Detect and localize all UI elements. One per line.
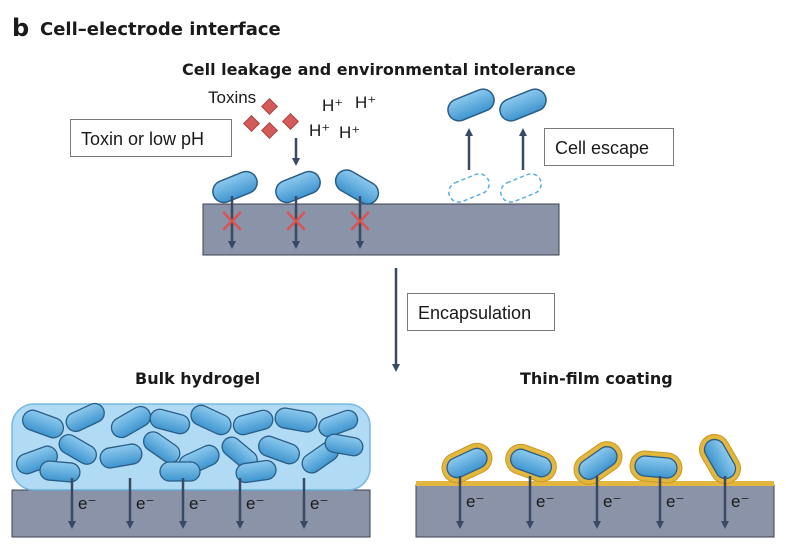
cell-escape-box: Cell escape: [544, 128, 674, 166]
attached-cell: [334, 169, 380, 205]
toxins-label: Toxins: [208, 88, 257, 107]
top-electrode: [202, 203, 560, 256]
electron-label: e⁻: [78, 494, 97, 513]
proton-label: H⁺: [339, 123, 361, 142]
toxin-icon: [243, 98, 299, 139]
proton-label: H⁺: [355, 93, 377, 112]
electron-label: e⁻: [666, 492, 685, 511]
escaped-cell: [447, 88, 495, 122]
top-heading: Cell leakage and environmental intoleran…: [182, 60, 576, 79]
electron-label: e⁻: [246, 494, 265, 513]
panel-title: Cell–electrode interface: [40, 19, 281, 40]
coated-cells: [441, 433, 741, 485]
electron-label: e⁻: [189, 494, 208, 513]
right-transfer-arrows: [456, 476, 729, 529]
proton-label: H⁺: [309, 121, 331, 140]
hydrogel-cells: [16, 402, 364, 484]
electron-label: e⁻: [466, 492, 485, 511]
panel-letter: b: [12, 14, 30, 42]
cross-icon: [286, 211, 306, 231]
electron-label: e⁻: [136, 494, 155, 513]
cross-icon: [350, 211, 370, 231]
electron-label: e⁻: [536, 492, 555, 511]
electron-label: e⁻: [603, 492, 622, 511]
cross-icon: [222, 211, 242, 231]
electron-label: e⁻: [731, 492, 750, 511]
encapsulation-box: Encapsulation: [407, 293, 555, 331]
thin-film-heading: Thin-film coating: [520, 369, 673, 388]
toxin-condition-box: Toxin or low pH: [70, 119, 232, 157]
bulk-hydrogel-heading: Bulk hydrogel: [135, 369, 261, 388]
left-transfer-arrows: [68, 478, 308, 529]
cell-ghost: [448, 173, 490, 203]
escaped-cell: [499, 88, 547, 122]
cell-ghost: [500, 173, 542, 203]
electron-label: e⁻: [310, 494, 329, 513]
attached-cell: [212, 170, 258, 204]
attached-cell: [275, 170, 321, 204]
proton-label: H⁺: [322, 96, 344, 115]
